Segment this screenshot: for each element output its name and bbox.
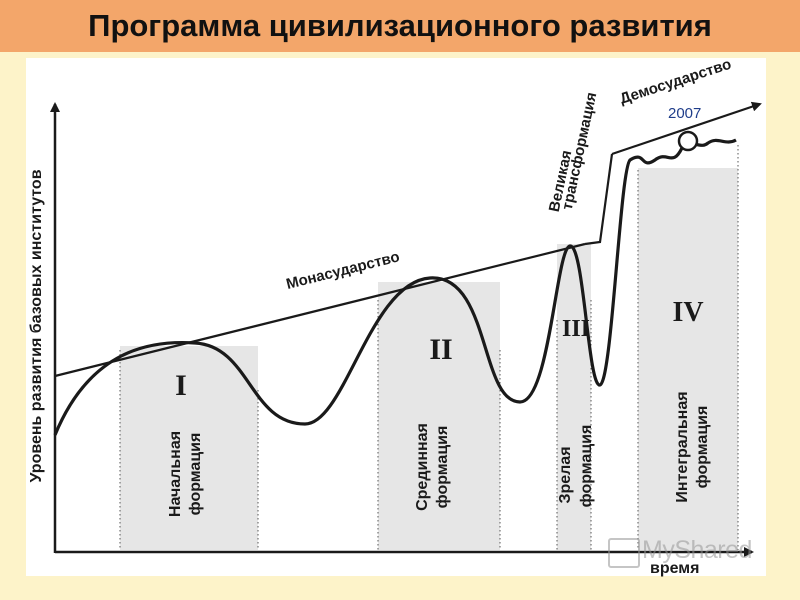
demosudarstvo-line [611, 101, 762, 156]
formation-2-name-line2: формация [434, 426, 451, 509]
formation-area-2 [378, 282, 500, 550]
formation-4-name-line1: Интегральная [674, 391, 691, 502]
great-transformation-line [584, 153, 614, 246]
watermark: MyShared [642, 536, 752, 564]
watermark-icon [608, 538, 640, 568]
year-label: 2007 [668, 105, 701, 122]
demosudarstvo-label: Демосударство [618, 56, 734, 108]
formation-4-name-line2: формация [694, 406, 711, 489]
x-axis-label: время [650, 560, 699, 577]
formation-2-name-line1: Срединная [414, 423, 431, 511]
formation-3-name-line2: формация [578, 425, 595, 508]
formation-area-3 [557, 244, 591, 550]
formation-3-numeral: III [562, 316, 590, 342]
year-marker-icon [677, 130, 699, 152]
formation-1-numeral: I [175, 369, 187, 402]
formation-1-name-line2: формация [187, 433, 204, 516]
y-axis-label: Уровень развития базовых институтов [28, 169, 45, 482]
formation-area-4 [638, 168, 738, 550]
formation-3-name-line1: Зрелая [557, 446, 574, 503]
slide-title: Программа цивилизационного развития [0, 0, 800, 52]
monasudarstvo-line [54, 242, 586, 378]
formation-area-1 [120, 346, 258, 550]
formation-2-numeral: II [429, 333, 452, 366]
formation-4-numeral: IV [672, 297, 703, 328]
development-curve [53, 138, 737, 436]
formation-1-name-line1: Начальная [167, 431, 184, 517]
